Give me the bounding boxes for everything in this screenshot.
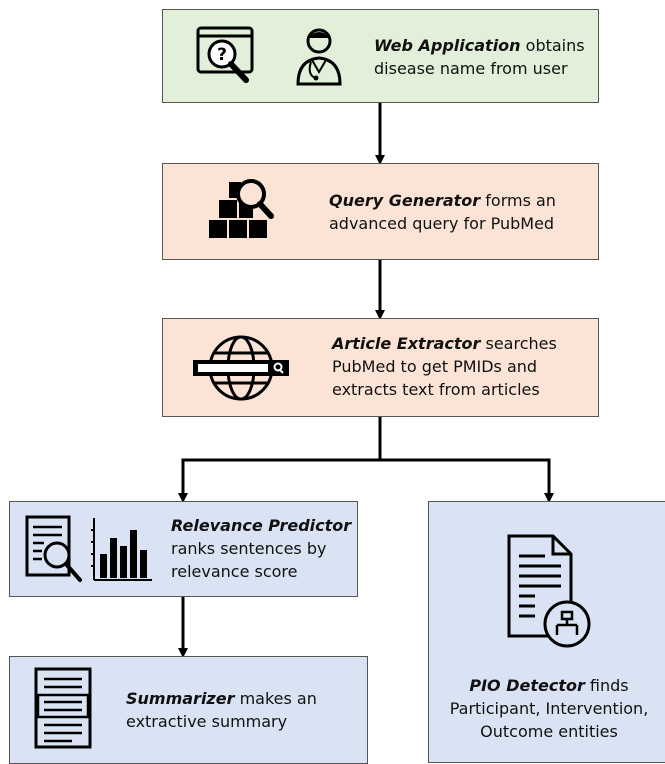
- web-application-title: Web Application: [374, 36, 521, 55]
- relevance-predictor-text: Relevance Predictor ranks sentences by r…: [171, 514, 351, 583]
- bar-chart-icon: [91, 518, 152, 581]
- relevance-predictor-desc-3: relevance score: [171, 562, 298, 581]
- query-generator-desc: forms an: [480, 191, 556, 210]
- web-application-box: ? Web Application obtains disease name f…: [162, 9, 599, 103]
- article-extractor-box: Article Extractor searches PubMed to get…: [162, 318, 599, 417]
- relevance-predictor-desc-2: ranks sentences by: [171, 539, 327, 558]
- pio-detector-title: PIO Detector: [469, 676, 585, 695]
- query-generator-desc-2: advanced query for PubMed: [329, 214, 555, 233]
- pio-detector-desc-3: Outcome entities: [480, 722, 618, 741]
- arrow-to-pio: [380, 458, 554, 503]
- query-generator-title: Query Generator: [329, 191, 481, 210]
- summarizer-title: Summarizer: [126, 689, 235, 708]
- database-search-icon: [209, 179, 274, 238]
- web-application-desc-2: disease name from user: [374, 59, 568, 78]
- article-extractor-desc-2: PubMed to get PMIDs and: [332, 357, 538, 376]
- document-hierarchy-icon: [507, 534, 591, 648]
- svg-text:?: ?: [217, 45, 227, 65]
- pio-detector-desc-2: Participant, Intervention,: [449, 699, 649, 718]
- summary-document-icon: [34, 667, 92, 749]
- article-extractor-desc-3: extracts text from articles: [332, 380, 540, 399]
- relevance-predictor-box: Relevance Predictor ranks sentences by r…: [9, 501, 358, 597]
- summarizer-box: Summarizer makes an extractive summary: [9, 656, 368, 764]
- web-application-desc: obtains: [520, 36, 585, 55]
- doctor-icon: [296, 28, 342, 86]
- summarizer-desc-2: extractive summary: [126, 712, 288, 731]
- query-generator-box: Query Generator forms an advanced query …: [162, 163, 599, 260]
- relevance-predictor-title: Relevance Predictor: [171, 516, 352, 535]
- pio-detector-desc: finds: [584, 676, 629, 695]
- arrow-article-split: [178, 417, 382, 503]
- pio-detector-text: PIO Detector finds Participant, Interven…: [429, 674, 665, 743]
- pio-detector-box: PIO Detector finds Participant, Interven…: [428, 501, 665, 763]
- web-application-text: Web Application obtains disease name fro…: [374, 34, 585, 80]
- query-generator-text: Query Generator forms an advanced query …: [329, 189, 556, 235]
- document-search-icon: [25, 515, 82, 582]
- summarizer-text: Summarizer makes an extractive summary: [126, 687, 317, 733]
- article-extractor-desc: searches: [480, 334, 557, 353]
- article-extractor-text: Article Extractor searches PubMed to get…: [332, 332, 557, 401]
- globe-search-bar-icon: [193, 335, 289, 401]
- summarizer-desc: makes an: [234, 689, 317, 708]
- web-search-question-icon: ?: [196, 26, 254, 83]
- article-extractor-title: Article Extractor: [332, 334, 481, 353]
